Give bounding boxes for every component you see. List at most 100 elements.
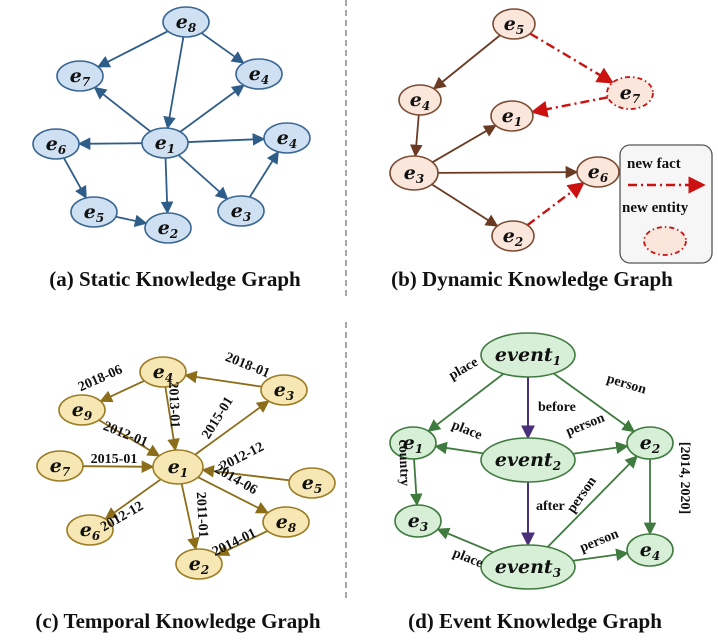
event-edge — [547, 455, 638, 548]
entity-node — [626, 533, 674, 567]
node-label: e4 — [249, 63, 269, 87]
event-edge-label: person — [578, 527, 621, 556]
static-edge — [77, 137, 143, 150]
entity-node — [162, 6, 210, 38]
entity-node — [394, 504, 442, 538]
caption-c: (c) Temporal Knowledge Graph — [35, 609, 321, 633]
node-label: e4 — [153, 361, 173, 385]
node-label: e2 — [158, 217, 178, 241]
node-label: event2 — [495, 449, 561, 473]
static-edge — [177, 154, 229, 200]
node-label: e3 — [231, 200, 251, 224]
entity-node — [152, 449, 204, 485]
entity-node — [58, 394, 106, 426]
entity-node — [70, 196, 118, 228]
entity-node — [235, 58, 283, 90]
temporal-edge — [164, 386, 180, 452]
node-label: event3 — [495, 556, 561, 580]
static-edge — [248, 150, 280, 198]
node-label: e7 — [620, 82, 641, 106]
dynamic-edge — [431, 183, 499, 227]
event-edge-label: person — [564, 474, 600, 516]
node-label: e4 — [277, 127, 297, 151]
event-edge — [436, 527, 494, 554]
event-edge-label: place — [451, 546, 485, 572]
temporal-edge-label: 2013-01 — [165, 381, 182, 428]
new-fact-edge — [530, 96, 609, 118]
entity-node — [66, 514, 114, 546]
static-edge — [179, 84, 245, 133]
entity-node — [260, 374, 308, 406]
node-label: e7 — [50, 455, 71, 479]
static-edge — [160, 157, 174, 215]
node-label: e6 — [46, 133, 67, 157]
temporal-edge — [216, 530, 268, 556]
event-edge — [553, 372, 636, 433]
node-label: e2 — [503, 225, 523, 249]
temporal-edge — [180, 483, 200, 551]
node-label: e2 — [189, 553, 209, 577]
event-edge-label: country — [395, 439, 412, 486]
node-label: e8 — [276, 511, 297, 535]
temporal-edge-label: 2018-01 — [223, 350, 272, 381]
temporal-edge-label: 2011-01 — [193, 492, 210, 539]
static-edge — [97, 30, 169, 68]
legend-new-entity-label: new entity — [622, 200, 689, 216]
node-label: e9 — [72, 399, 93, 423]
temporal-edge — [184, 370, 262, 388]
entity-node — [491, 220, 535, 252]
entity-node — [217, 195, 265, 227]
temporal-edge — [99, 379, 145, 403]
node-label: e5 — [302, 472, 322, 496]
temporal-edge-label: 2015-01 — [199, 394, 236, 442]
node-label: e1 — [155, 132, 175, 156]
legend-box: new fact new entity — [619, 144, 713, 264]
node-label: e1 — [403, 432, 423, 456]
entity-node — [32, 128, 80, 160]
entity-node — [175, 548, 223, 580]
temporal-edge — [197, 476, 269, 514]
node-label: e1 — [168, 456, 188, 480]
node-label: e3 — [404, 162, 424, 186]
node-label: e8 — [176, 11, 197, 35]
temporal-edge-label: 2015-01 — [91, 452, 138, 467]
entity-node — [480, 332, 576, 378]
temporal-edge — [104, 478, 162, 520]
caption-d: (d) Event Knowledge Graph — [408, 609, 662, 633]
node-label: e6 — [588, 161, 609, 185]
event-edge-label: person — [605, 371, 648, 397]
dynamic-edge — [410, 114, 423, 158]
event-edge-label: place — [447, 355, 481, 384]
node-label: e7 — [70, 65, 91, 89]
temporal-edge-label: 2012-12 — [98, 499, 146, 535]
entity-node — [262, 506, 310, 538]
event-edge-label: [2014, 2020] — [677, 442, 692, 514]
entity-node — [490, 100, 534, 132]
entity-node — [480, 437, 576, 483]
entity-node — [389, 155, 439, 191]
new-fact-edge — [529, 32, 614, 84]
entity-node — [56, 60, 104, 92]
event-edge — [572, 548, 629, 562]
event-edge-label: place — [450, 418, 484, 444]
temporal-edge — [201, 465, 290, 482]
temporal-edge — [194, 400, 270, 456]
entity-node — [389, 426, 437, 460]
entity-node — [626, 426, 674, 460]
static-edge — [163, 36, 185, 130]
node-label: e3 — [274, 379, 294, 403]
entity-node — [576, 156, 620, 188]
static-edge — [201, 32, 245, 64]
event-edge-label: after — [536, 499, 565, 514]
node-label: e5 — [504, 13, 524, 37]
static-edge — [187, 133, 266, 146]
event-edge — [409, 458, 423, 507]
temporal-edge-label: 2018-06 — [76, 362, 125, 395]
node-label: e1 — [502, 105, 522, 129]
entity-node — [141, 127, 189, 159]
caption-a: (a) Static Knowledge Graph — [49, 267, 301, 291]
node-label: event1 — [495, 344, 561, 368]
entity-node — [492, 8, 536, 40]
dynamic-edge — [432, 124, 497, 163]
